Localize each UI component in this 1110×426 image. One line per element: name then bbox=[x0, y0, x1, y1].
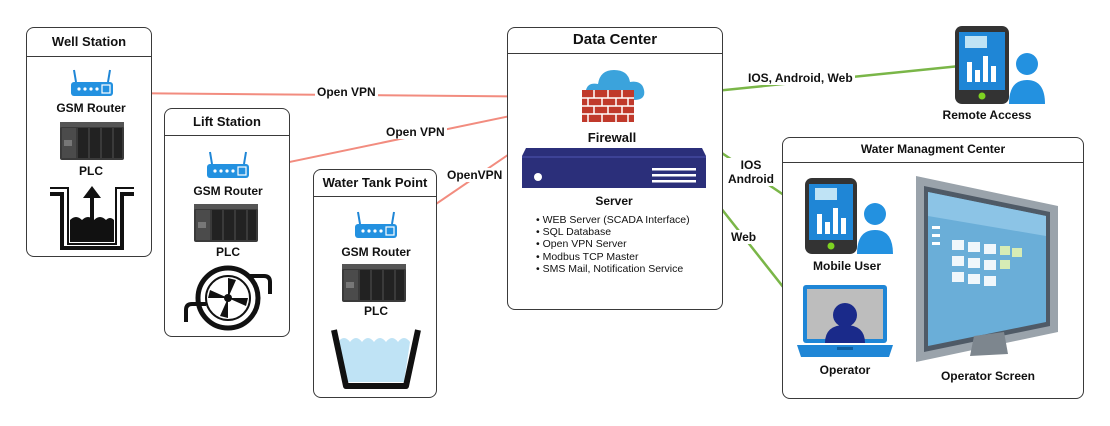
feature-item: Open VPN Server bbox=[536, 238, 690, 250]
server-feature-list: WEB Server (SCADA Interface) SQL Databas… bbox=[536, 214, 690, 275]
feature-item: WEB Server (SCADA Interface) bbox=[536, 214, 690, 226]
well-router-icon bbox=[71, 69, 113, 96]
operator-laptop-icon bbox=[797, 285, 893, 357]
well-plc-label: PLC bbox=[79, 164, 103, 178]
mobile-link-line1: IOS bbox=[740, 158, 762, 172]
feature-item: Modbus TCP Master bbox=[536, 251, 690, 263]
lift-station-title: Lift Station bbox=[165, 109, 289, 136]
remote-access-icon bbox=[955, 26, 1045, 104]
tank-router-icon bbox=[355, 211, 397, 238]
lift-router-label: GSM Router bbox=[193, 184, 263, 198]
server-icon bbox=[522, 148, 706, 188]
feature-item: SQL Database bbox=[536, 226, 690, 238]
data-center-title: Data Center bbox=[508, 28, 722, 54]
tank-vpn-label: OpenVPN bbox=[445, 168, 505, 182]
remote-access-label: Remote Access bbox=[942, 108, 1032, 122]
tank-plc-icon bbox=[342, 264, 406, 302]
mobile-user-label: Mobile User bbox=[812, 259, 882, 273]
lift-vpn-label: Open VPN bbox=[384, 125, 447, 139]
mobile-link-line2: Android bbox=[728, 172, 774, 186]
operator-link-label: Web bbox=[729, 230, 759, 244]
well-station-title: Well Station bbox=[27, 28, 151, 57]
tank-router-label: GSM Router bbox=[341, 245, 411, 259]
lift-plc-icon bbox=[194, 204, 258, 242]
tank-point-title: Water Tank Point bbox=[314, 170, 436, 197]
tank-plc-label: PLC bbox=[364, 304, 388, 318]
firewall-label: Firewall bbox=[587, 130, 637, 145]
management-center-title: Water Managment Center bbox=[783, 138, 1083, 163]
mobile-link-label: IOS Android bbox=[726, 158, 776, 186]
remote-access-link-label: IOS, Android, Web bbox=[746, 71, 855, 85]
feature-item: SMS Mail, Notification Service bbox=[536, 263, 690, 275]
operator-label: Operator bbox=[819, 363, 871, 377]
server-label: Server bbox=[595, 194, 633, 208]
lift-plc-label: PLC bbox=[216, 245, 240, 259]
mobile-user-icon bbox=[805, 178, 893, 254]
well-router-label: GSM Router bbox=[56, 101, 126, 115]
water-tank-icon bbox=[331, 329, 421, 389]
operator-screen-label: Operator Screen bbox=[940, 369, 1036, 383]
well-vpn-label: Open VPN bbox=[315, 85, 378, 99]
operator-screen-icon bbox=[916, 176, 1058, 362]
well-plc-icon bbox=[60, 122, 124, 160]
lift-router-icon bbox=[207, 151, 249, 178]
pump-icon bbox=[184, 265, 272, 331]
cloud-firewall-icon bbox=[582, 70, 645, 122]
well-pit-icon bbox=[50, 186, 134, 250]
